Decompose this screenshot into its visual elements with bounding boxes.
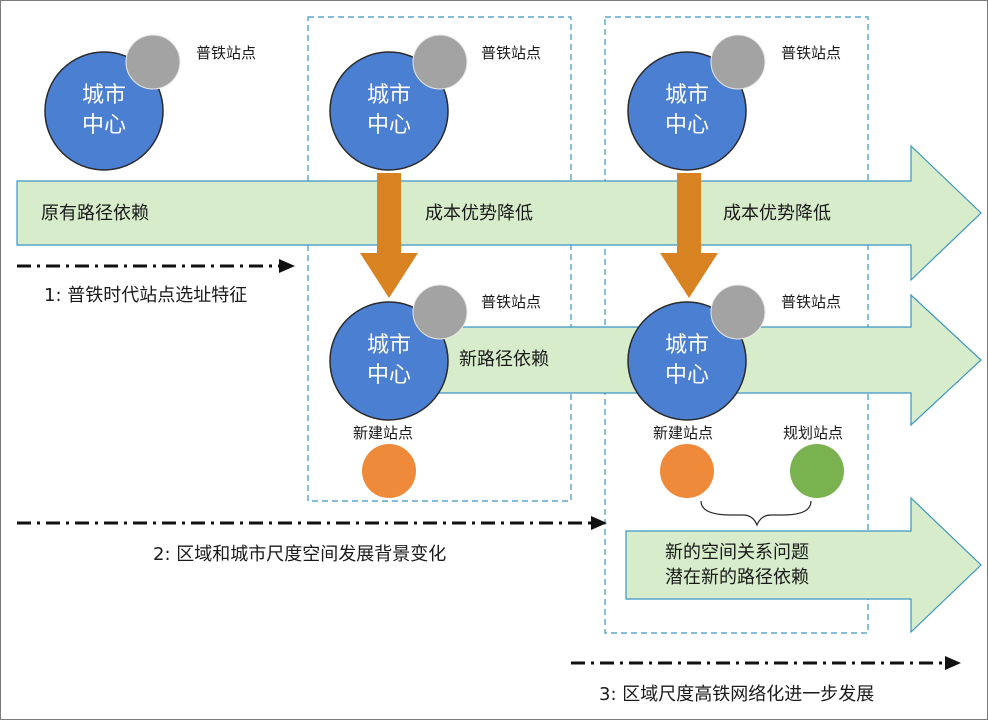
city-center-label-3: 城市中心 bbox=[664, 83, 709, 138]
timeline-arrowhead-3 bbox=[945, 656, 961, 670]
shift-arrow-stage-3 bbox=[660, 173, 718, 298]
path-dependence-band bbox=[16, 144, 982, 282]
planned-station bbox=[790, 444, 844, 498]
timeline-arrowhead-2 bbox=[591, 516, 607, 530]
new-station-label-1: 新建站点 bbox=[353, 424, 414, 442]
new-station-1 bbox=[362, 444, 416, 498]
brace bbox=[700, 500, 812, 527]
old-station-label-1: 普铁站点 bbox=[196, 44, 257, 62]
stage-2-box bbox=[307, 16, 572, 502]
future-problem-band bbox=[625, 496, 982, 634]
timeline-arrowhead-1 bbox=[279, 259, 295, 273]
city-center-5 bbox=[627, 301, 747, 421]
city-center-4 bbox=[329, 301, 449, 421]
city-center-label-2: 城市中心 bbox=[366, 83, 411, 138]
band-text-original-path: 原有路径依赖 bbox=[41, 203, 149, 224]
band-text-new-path: 新路径依赖 bbox=[459, 349, 549, 370]
old-station-label-4: 普铁站点 bbox=[481, 293, 542, 311]
old-station-label-5: 普铁站点 bbox=[781, 293, 842, 311]
new-station-2 bbox=[660, 444, 714, 498]
old-station-3 bbox=[710, 34, 766, 90]
old-station-5 bbox=[710, 284, 766, 340]
stage-caption-1: 1: 普铁时代站点选址特征 bbox=[44, 285, 248, 306]
shift-arrow-stage-2 bbox=[360, 173, 418, 298]
band-text-potential-path: 潜在新的路径依赖 bbox=[665, 567, 809, 588]
band-text-new-problem: 新的空间关系问题 bbox=[665, 542, 809, 563]
planned-station-label: 规划站点 bbox=[783, 424, 844, 442]
band-text-cost-advantage-2: 成本优势降低 bbox=[425, 203, 533, 224]
band-text-cost-advantage-3: 成本优势降低 bbox=[723, 203, 831, 224]
old-station-2 bbox=[412, 34, 468, 90]
old-station-1 bbox=[125, 34, 181, 90]
stage-3-box bbox=[604, 16, 869, 634]
city-center-label-4: 城市中心 bbox=[366, 333, 411, 388]
city-center-2 bbox=[329, 51, 449, 171]
new-station-label-2: 新建站点 bbox=[653, 424, 714, 442]
city-center-3 bbox=[627, 51, 747, 171]
city-center-label-5: 城市中心 bbox=[664, 333, 709, 388]
old-station-label-2: 普铁站点 bbox=[481, 44, 542, 62]
old-station-label-3: 普铁站点 bbox=[781, 44, 842, 62]
stage-caption-3: 3: 区域尺度高铁网络化进一步发展 bbox=[599, 684, 875, 705]
stage-caption-2: 2: 区域和城市尺度空间发展背景变化 bbox=[153, 544, 447, 565]
city-center-label-1: 城市中心 bbox=[81, 83, 126, 138]
city-center-1 bbox=[44, 51, 164, 171]
old-station-4 bbox=[412, 284, 468, 340]
